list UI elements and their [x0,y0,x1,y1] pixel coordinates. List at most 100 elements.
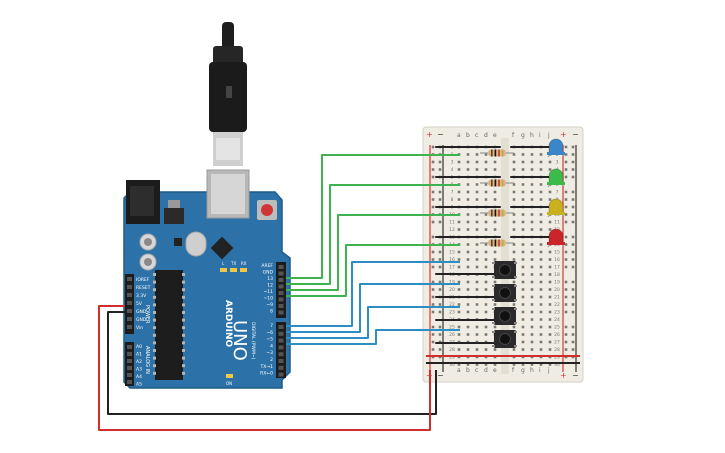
rail-hole [438,280,442,284]
rail-hole [431,175,435,179]
column-letter: f [512,132,515,139]
digital-pin-label: 4 [270,343,273,349]
breadboard-hole [530,265,534,269]
rail-hole [438,265,442,269]
breadboard-hole [521,198,525,201]
breadboard-hole [457,325,461,329]
rail-hole [438,288,442,291]
row-number: 28 [449,347,455,353]
breadboard-hole [530,363,534,366]
row-number: 4 [451,167,454,173]
reset-button [261,204,273,216]
digital-pin-label: 7 [270,323,273,329]
breadboard-hole [539,243,543,246]
row-number: 26 [449,332,455,338]
rail-hole [571,198,575,201]
rail-hole [431,250,435,254]
row-number: 23 [554,310,560,316]
header-pin [278,304,284,308]
breadboard-hole [466,265,470,269]
chip-pin [182,326,185,330]
resistor-band [498,209,500,217]
rail-hole [431,333,435,336]
chip-pin [153,280,156,284]
breadboard-hole [475,258,479,261]
breadboard-hole [530,250,534,254]
led-rim [547,212,565,215]
breadboard-hole [484,243,488,246]
breadboard-hole [512,250,516,254]
breadboard-hole [521,160,525,164]
breadboard-hole [457,228,461,231]
row-number: 25 [449,325,455,331]
breadboard-hole [548,318,552,321]
analog-pin-label: A5 [136,382,142,388]
rail-hole [431,160,435,164]
breadboard-hole [530,168,534,171]
led-rim [547,242,565,245]
digital-pin-label: ~10 [264,296,274,302]
row-number: 16 [554,257,560,263]
breadboard-hole [548,325,552,329]
header-pin [278,338,284,343]
rail-hole [438,168,442,171]
rail-plus-label: + [426,130,433,139]
rail-hole [564,175,568,179]
rail-hole [564,303,568,306]
breadboard-hole [521,228,525,231]
chip-pin [182,341,185,345]
rail-plus-label-right: + [560,130,567,139]
digital-header-top [276,262,286,318]
breadboard-hole [457,333,461,336]
rail-hole [438,258,442,261]
breadboard-hole [484,153,488,156]
breadboard-hole [484,168,488,171]
digital-pin-label: RX←0 [260,371,273,377]
header-pin [278,291,284,295]
breadboard-hole [521,220,525,224]
chip-pin [182,371,185,375]
digital-pin-label: 2 [270,357,273,363]
breadboard-hole [530,190,534,194]
breadboard-hole [512,280,516,284]
rail-hole [564,340,568,344]
breadboard-hole [475,198,479,201]
breadboard-hole [539,318,543,321]
breadboard-hole [484,325,488,329]
leds [547,138,565,248]
row-number: 22 [449,302,455,308]
digital-pin-label: ~3 [266,350,273,356]
resistor-band [501,179,504,187]
breadboard-hole [493,168,497,171]
rail-hole [431,258,435,261]
rail-minus-label-right: − [572,130,579,139]
power-pin-label: 3.3V [136,293,147,299]
row-number: 18 [554,272,560,278]
rail-hole [571,310,575,314]
breadboard-hole [484,183,488,186]
row-number: 22 [554,302,560,308]
header-pin [127,359,132,363]
digital-pin-label: ~5 [266,337,273,343]
breadboard-hole [530,310,534,314]
breadboard-hole [466,303,470,306]
header-pin [127,373,132,377]
rail-hole [431,145,435,149]
header-pin [127,317,132,321]
breadboard-hole [475,243,479,246]
breadboard-hole [484,265,488,269]
breadboard-hole [493,160,497,164]
row-number: 7 [556,190,559,196]
breadboard-hole [475,190,479,194]
header-pin [127,285,132,289]
rail-hole [431,168,435,171]
header-pin [127,325,132,329]
breadboard-hole [466,250,470,254]
breadboard-hole [493,228,497,231]
header-pin [278,265,284,269]
breadboard-hole [539,160,543,164]
breadboard-hole [521,310,525,314]
rail-hole [438,220,442,224]
breadboard-hole [521,153,525,156]
row-number: 6 [556,182,559,188]
